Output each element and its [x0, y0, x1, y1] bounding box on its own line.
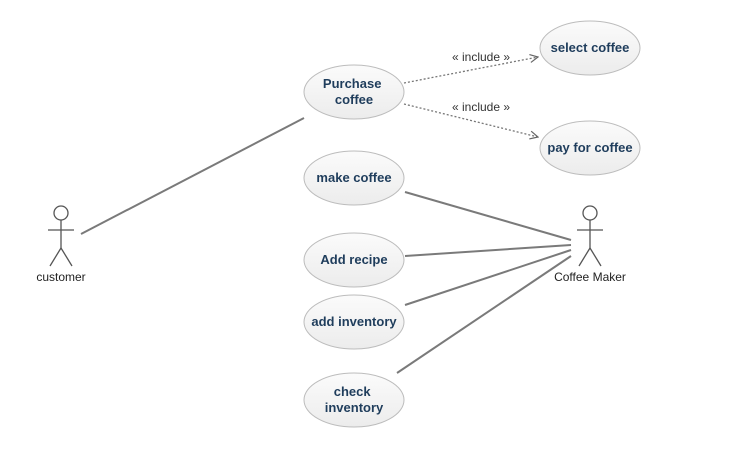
svg-text:Purchase coffee: Purchase coffee [323, 76, 385, 107]
use-case-make-coffee[interactable]: make coffee [303, 150, 405, 206]
use-case-label: Add recipe [320, 252, 387, 267]
actor-label-customer: customer [36, 270, 85, 284]
include-arrow-select-coffee[interactable] [403, 57, 538, 84]
association-add-recipe-coffee-maker[interactable] [404, 244, 572, 257]
association-add-inventory-coffee-maker[interactable] [404, 249, 572, 306]
use-case-label-line: inventory [325, 400, 384, 415]
svg-text:check inventory: check inventory [325, 384, 384, 415]
include-arrow-pay-for-coffee[interactable] [403, 103, 538, 137]
use-case-label-line: Purchase [323, 76, 382, 91]
include-label-select: « include » [452, 50, 510, 64]
use-case-add-recipe[interactable]: Add recipe [303, 232, 405, 288]
use-case-label: pay for coffee [547, 140, 632, 155]
actor-coffee-maker[interactable]: Coffee Maker [554, 205, 626, 284]
actor-label-coffee-maker: Coffee Maker [554, 270, 626, 284]
include-label-pay: « include » [452, 100, 510, 114]
stick-figure-icon [577, 205, 603, 267]
use-case-add-inventory[interactable]: add inventory [303, 294, 405, 350]
use-case-label-line: coffee [335, 92, 373, 107]
actor-customer[interactable]: customer [36, 205, 86, 284]
use-case-label: make coffee [316, 170, 391, 185]
use-case-label: select coffee [551, 40, 630, 55]
use-case-purchase-coffee[interactable]: Purchase coffee [303, 64, 405, 120]
use-case-label: add inventory [311, 314, 397, 329]
association-make-coffee-coffee-maker[interactable] [404, 191, 572, 241]
use-case-label-line: check [334, 384, 372, 399]
use-case-select-coffee[interactable]: select coffee [539, 20, 641, 76]
association-customer-purchase[interactable] [80, 117, 305, 235]
association-check-inventory-coffee-maker[interactable] [396, 255, 572, 374]
use-case-check-inventory[interactable]: check inventory [303, 372, 405, 428]
stick-figure-icon [48, 205, 74, 267]
use-case-pay-for-coffee[interactable]: pay for coffee [539, 120, 641, 176]
